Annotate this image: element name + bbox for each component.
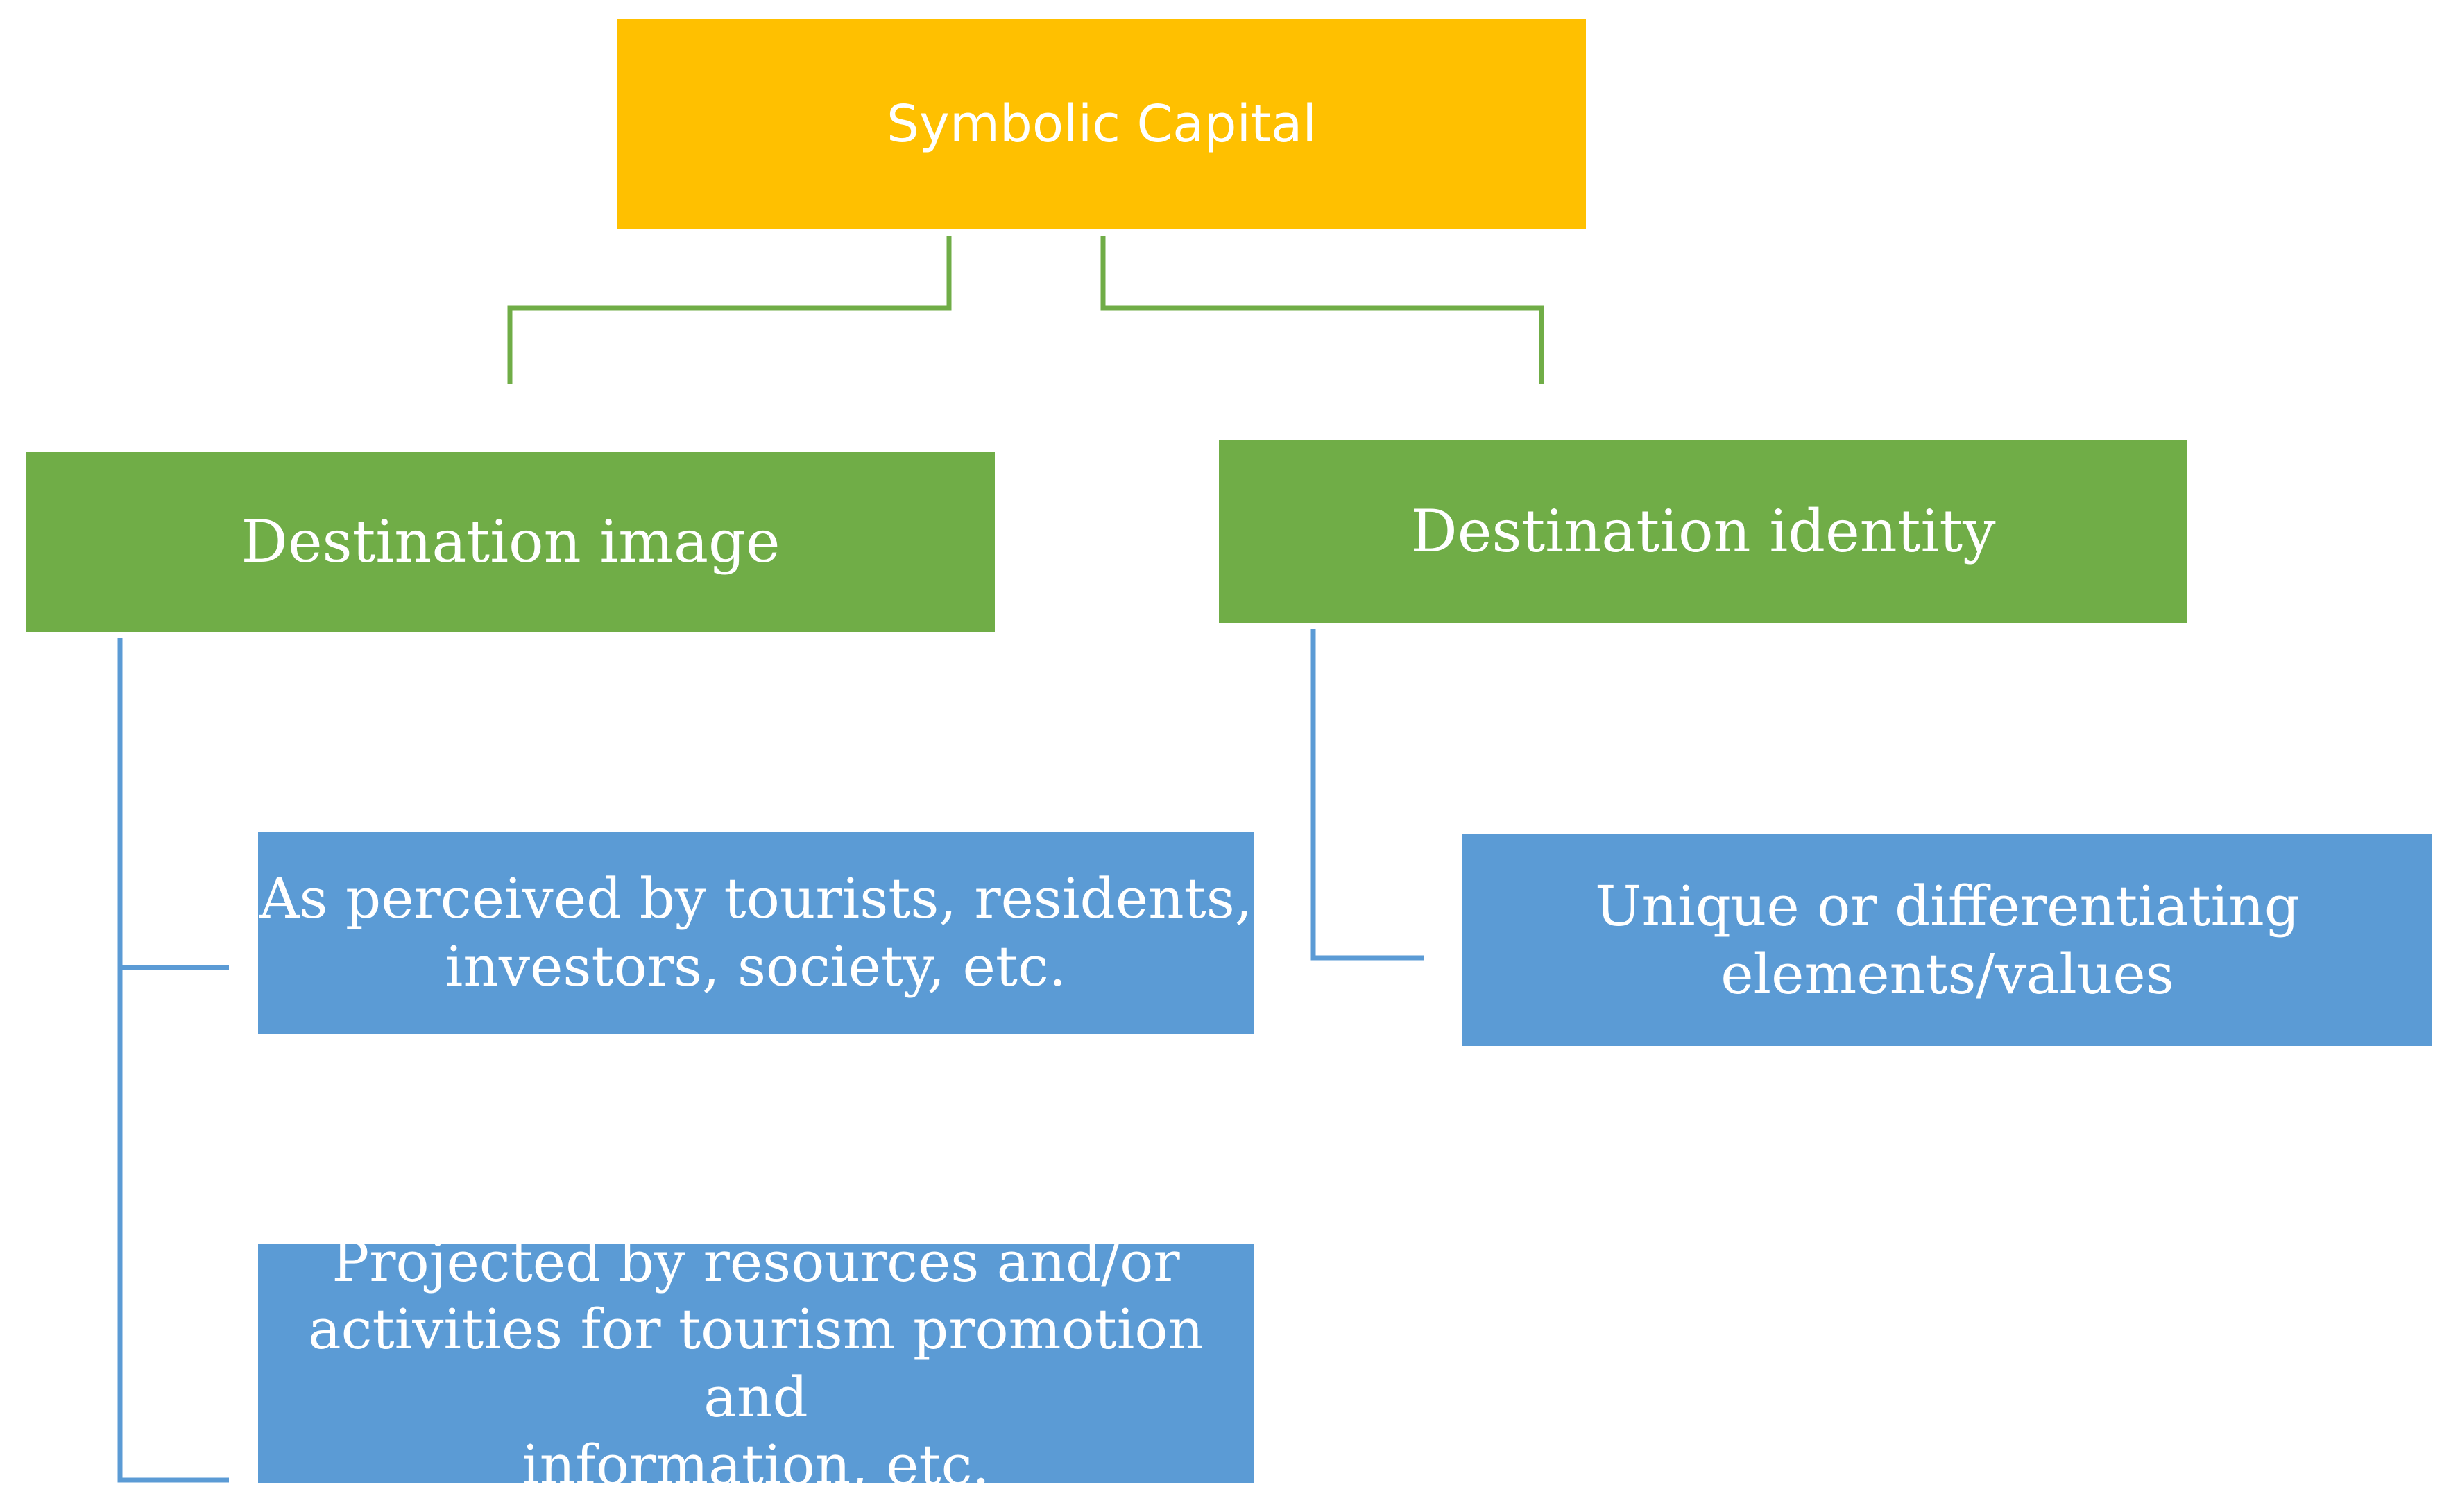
leaf-node-projected: Projected by resources and/or activities… <box>258 1230 1254 1497</box>
branch-node-destination-identity: Destination identity <box>1219 440 2187 623</box>
connector-root-to-image <box>507 236 952 384</box>
connector-image-to-projected <box>117 964 229 1483</box>
leaf-node-unique: Unique or differentiating elements/value… <box>1462 834 2432 1046</box>
connector-image-to-perceived <box>117 638 229 970</box>
leaf-node-label: Unique or differentiating elements/value… <box>1595 873 2300 1006</box>
leaf-node-perceived: As perceived by tourists, residents, inv… <box>258 832 1254 1034</box>
root-node-symbolic-capital: Symbolic Capital <box>617 19 1586 229</box>
branch-node-label: Destination identity <box>1410 497 1996 565</box>
connector-identity-to-unique <box>1310 629 1424 961</box>
leaf-node-label: Projected by resources and/or activities… <box>307 1229 1204 1497</box>
root-node-label: Symbolic Capital <box>887 94 1317 154</box>
branch-node-destination-image: Destination image <box>26 452 995 632</box>
leaf-node-label: As perceived by tourists, residents, inv… <box>259 866 1253 999</box>
connector-root-to-identity <box>1100 236 1544 384</box>
branch-node-label: Destination image <box>241 508 780 576</box>
